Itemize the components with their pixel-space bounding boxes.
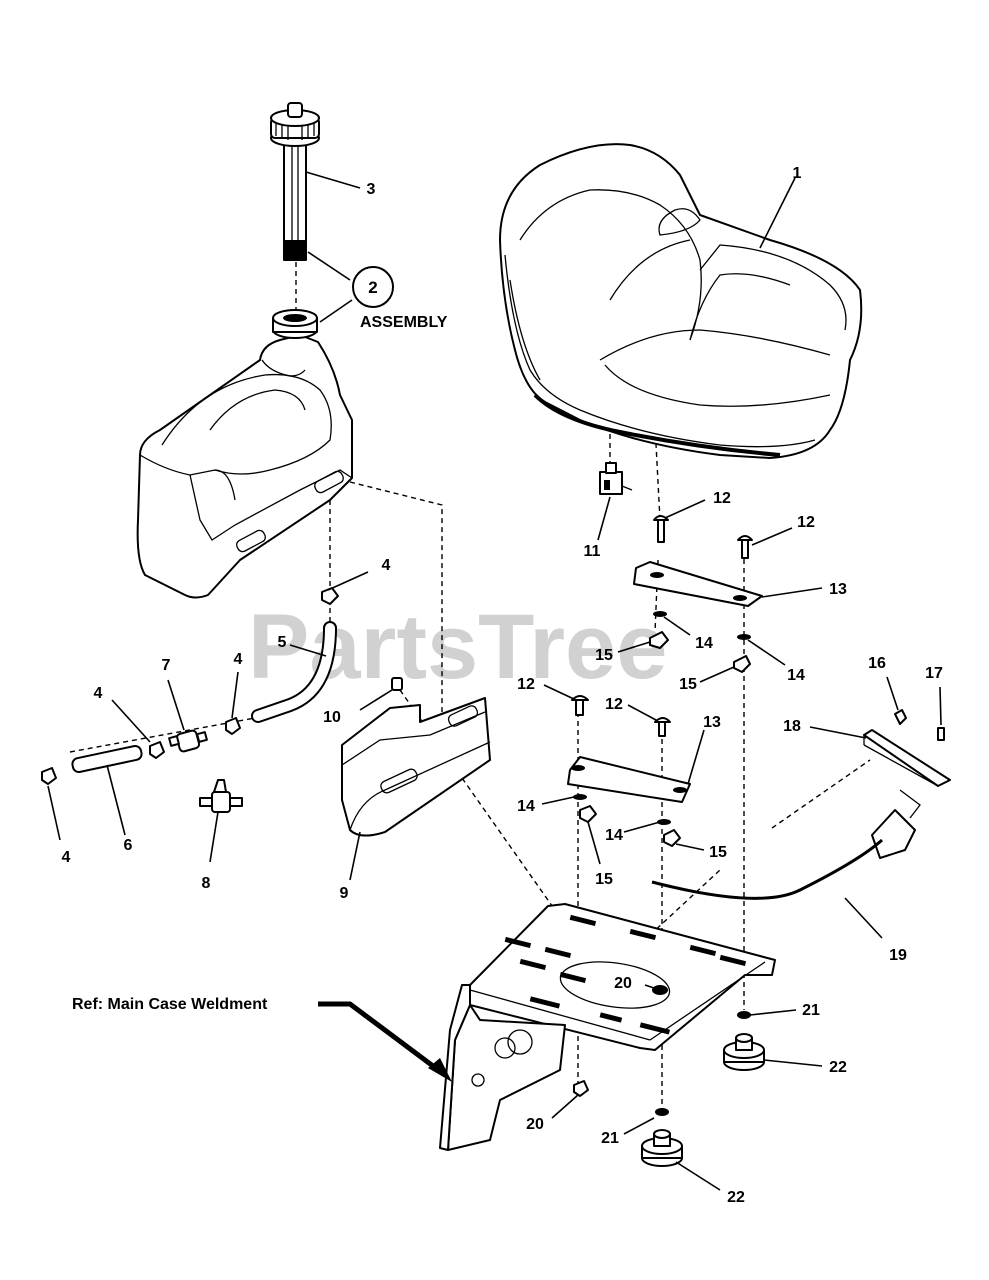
callout-4-upper: 4 <box>234 651 243 668</box>
callout-12-c: 12 <box>517 676 535 693</box>
callout-11: 11 <box>584 543 601 560</box>
callout-15-c: 15 <box>709 844 727 861</box>
fuel-tank <box>136 309 353 599</box>
seat-bracket-upper <box>633 515 763 673</box>
callout-15-d: 15 <box>595 871 613 888</box>
callout-15-b: 15 <box>679 676 697 693</box>
callout-circle-2 <box>352 266 394 308</box>
callout-15-a: 15 <box>595 647 613 664</box>
callout-21-a: 21 <box>802 1002 820 1019</box>
callout-9: 9 <box>340 885 349 902</box>
callout-6: 6 <box>124 837 133 854</box>
fuel-line-parts <box>41 587 339 813</box>
main-case-weldment <box>439 903 776 1151</box>
callout-8: 8 <box>202 875 211 892</box>
callout-18: 18 <box>783 718 801 735</box>
callout-20-b: 20 <box>526 1116 544 1133</box>
filler-cap-dipstick <box>270 102 320 261</box>
seat-knob-right <box>723 1033 765 1071</box>
callout-16: 16 <box>868 655 886 672</box>
callout-3: 3 <box>367 181 376 198</box>
leader-lines <box>47 171 942 1191</box>
assembly-label: ASSEMBLY <box>360 314 448 331</box>
callout-4-bottom: 4 <box>62 849 71 866</box>
callout-13-lower: 13 <box>703 714 721 731</box>
callout-12-a: 12 <box>713 490 731 507</box>
callout-14-b: 14 <box>787 667 805 684</box>
callout-10: 10 <box>323 709 341 726</box>
callout-17: 17 <box>925 665 943 682</box>
callout-14-d: 14 <box>605 827 623 844</box>
callout-14-a: 14 <box>695 635 713 652</box>
callout-22-b: 22 <box>727 1189 745 1206</box>
callout-5: 5 <box>278 634 287 651</box>
fuel-filter <box>168 729 208 753</box>
shutoff-valve <box>199 779 243 813</box>
callout-13-upper: 13 <box>829 581 847 598</box>
callout-19: 19 <box>889 947 907 964</box>
throttle-cable <box>651 838 884 900</box>
knob-hardware <box>573 1011 765 1167</box>
callout-12-b: 12 <box>797 514 815 531</box>
callout-1: 1 <box>793 165 802 182</box>
ref-main-case-weldment: Ref: Main Case Weldment <box>72 996 268 1013</box>
seat-bracket-lower <box>567 695 691 847</box>
seat-switch <box>599 462 633 495</box>
callout-20-a: 20 <box>614 975 632 992</box>
callout-4-left: 4 <box>94 685 103 702</box>
callout-14-c: 14 <box>517 798 535 815</box>
callout-12-d: 12 <box>605 696 623 713</box>
cable-bracket <box>863 709 951 859</box>
callout-7: 7 <box>162 657 171 674</box>
seat-knob-left <box>641 1129 683 1167</box>
tank-bracket <box>341 677 491 837</box>
callout-22-a: 22 <box>829 1059 847 1076</box>
callout-4-tank: 4 <box>382 557 391 574</box>
callout-21-b: 21 <box>601 1130 619 1147</box>
callout-2: 2 <box>368 278 377 297</box>
seat <box>499 143 863 459</box>
